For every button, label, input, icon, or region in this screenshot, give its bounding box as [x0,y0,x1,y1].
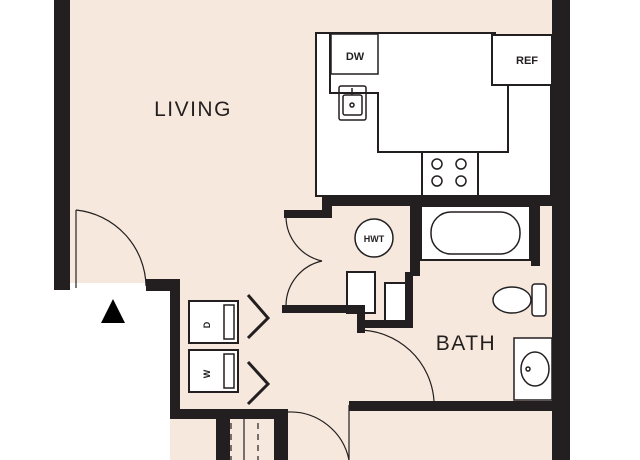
refrigerator: REF [491,34,553,86]
living-room-label: LIVING [154,98,232,121]
stove-icon [421,151,479,197]
washer: W [188,349,239,393]
refrigerator-label: REF [516,55,538,67]
dryer: D [188,300,239,344]
dryer-label: D [202,321,212,328]
entry-arrow-icon [101,299,125,323]
dishwasher: DW [330,33,379,75]
toilet-icon [492,283,547,317]
bathtub-icon [420,205,531,261]
laundry-bifold-doors [246,294,271,406]
water-heater-label: HWT [364,234,385,244]
bath-sink-icon [513,337,553,401]
dishwasher-label: DW [346,51,365,63]
washer-label: W [202,369,212,378]
walls [54,0,570,460]
water-heater: HWT [354,218,394,258]
door-swings [75,209,435,460]
bath-room-label: BATH [436,332,496,355]
sink-icon [338,85,367,121]
